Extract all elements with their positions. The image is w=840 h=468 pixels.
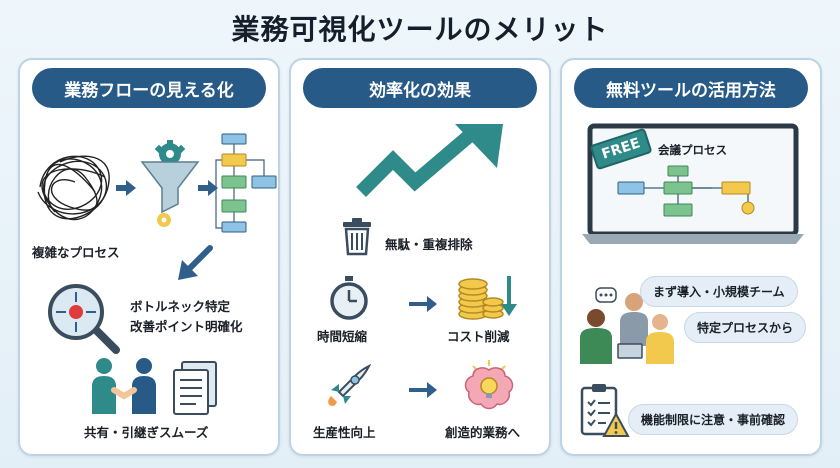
panel-header: 効率化の効果 — [303, 68, 537, 108]
arrow-right-icon — [409, 382, 437, 398]
magnifier-bottleneck-icon — [48, 284, 120, 354]
label-complex-process: 複雑なプロセス — [32, 245, 120, 260]
team-people-icon — [580, 287, 674, 364]
handshake-people-icon — [92, 358, 156, 414]
coins-down-icon — [458, 276, 517, 320]
page-title: 業務可視化ツールのメリット — [231, 13, 609, 46]
label-cost-saving: コスト削減 — [447, 329, 510, 344]
funnel-gear-icon — [140, 140, 200, 227]
bubble-start-small: まず導入・小規模チーム — [640, 276, 798, 307]
label-productivity: 生産性向上 — [313, 425, 376, 440]
trash-icon — [343, 218, 371, 256]
label-creative: 創造的業務へ — [445, 425, 521, 440]
arrow-right-icon — [116, 180, 136, 196]
bubble-caution: 機能制限に注意・事前確認 — [628, 404, 799, 435]
documents-icon — [173, 361, 217, 415]
tangled-lines-icon — [37, 155, 110, 221]
label-meeting-process: 会議プロセス — [658, 143, 727, 157]
panel-header: 業務フローの見える化 — [32, 68, 266, 108]
flowchart-icon — [215, 133, 277, 233]
panel-workflow-visualization: 業務フローの見える化 — [18, 58, 280, 456]
arrow-down-left-icon — [178, 245, 213, 280]
label-sharing: 共有・引継ぎスムーズ — [84, 425, 209, 440]
panel-efficiency-effects: 効率化の効果 無駄・重複排除 時間短縮 コスト削減 — [289, 58, 551, 456]
stopwatch-icon — [330, 276, 368, 320]
clipboard-warning-icon — [580, 384, 630, 437]
growth-arrow-icon — [356, 124, 503, 197]
label-bottleneck-line1: ボトルネック特定 — [130, 299, 231, 314]
label-time-saving: 時間短縮 — [317, 329, 368, 344]
label-bottleneck-line2: 改善ポイント明確化 — [130, 319, 243, 334]
panel-free-tool-usage: 無料ツールの活用方法 FREE 会議プロセス まず導入・小規模チーム 特定プロセ… — [560, 58, 822, 456]
label-waste: 無駄・重複排除 — [385, 237, 473, 252]
arrow-right-icon — [198, 180, 218, 196]
bubble-specific-process: 特定プロセスから — [684, 312, 807, 343]
brain-lightbulb-icon — [464, 360, 514, 410]
panel-header: 無料ツールの活用方法 — [574, 68, 808, 108]
rocket-icon — [328, 363, 372, 406]
arrow-right-icon — [409, 296, 437, 312]
